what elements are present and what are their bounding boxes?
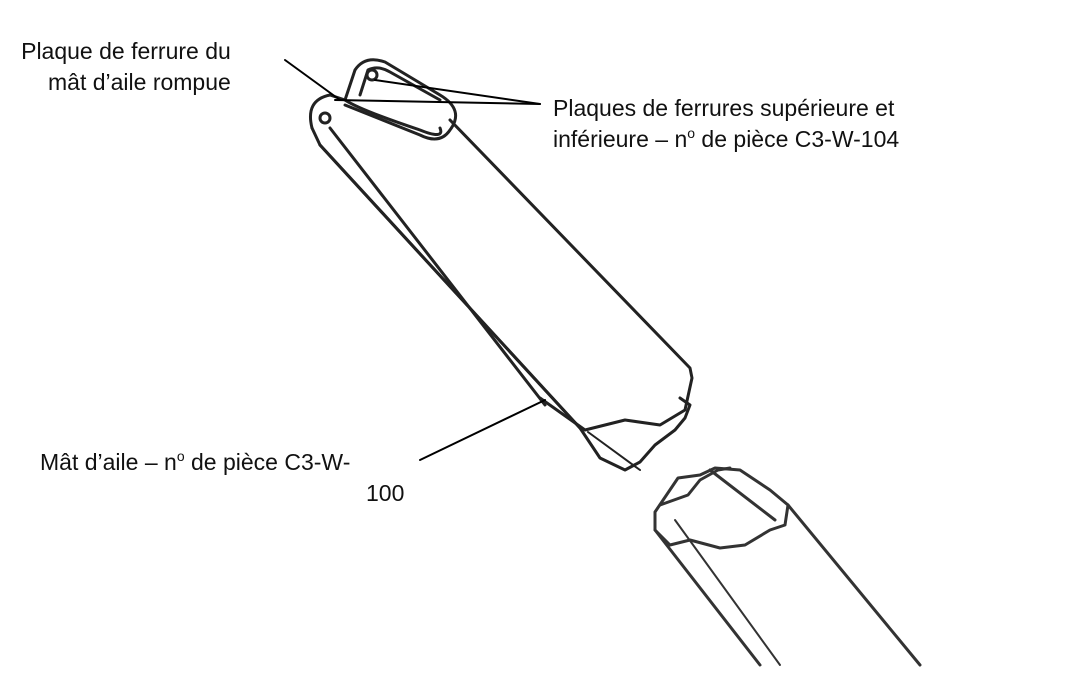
fitting-plates-label: Plaques de ferrures supérieure et inféri… (553, 93, 899, 155)
text: de pièce C3-W-104 (695, 126, 900, 152)
text: inférieure – n (553, 126, 688, 152)
strut-label-line1: Mât d’aile – no de pièce C3-W- (40, 447, 404, 478)
broken-plate-label-line2: mât d’aile rompue (48, 69, 231, 95)
lower-strut-section (653, 466, 922, 667)
upper-strut-section (309, 58, 694, 472)
strut-label: Mât d’aile – no de pièce C3-W- 100 (40, 447, 404, 509)
fitting-plates-label-line1: Plaques de ferrures supérieure et (553, 95, 895, 121)
superscript: o (687, 125, 696, 141)
text: Mât d’aile – n (40, 449, 177, 475)
superscript: o (176, 448, 185, 464)
broken-plate-label: Plaque de ferrure du mât d’aile rompue (18, 36, 231, 98)
strut-label-line2: 100 (366, 480, 405, 506)
leader-lines (284, 59, 546, 461)
broken-plate-label-line1: Plaque de ferrure du (21, 38, 231, 64)
text: de pièce C3-W- (184, 449, 351, 475)
fitting-plates-label-line2: inférieure – no de pièce C3-W-104 (553, 124, 899, 155)
